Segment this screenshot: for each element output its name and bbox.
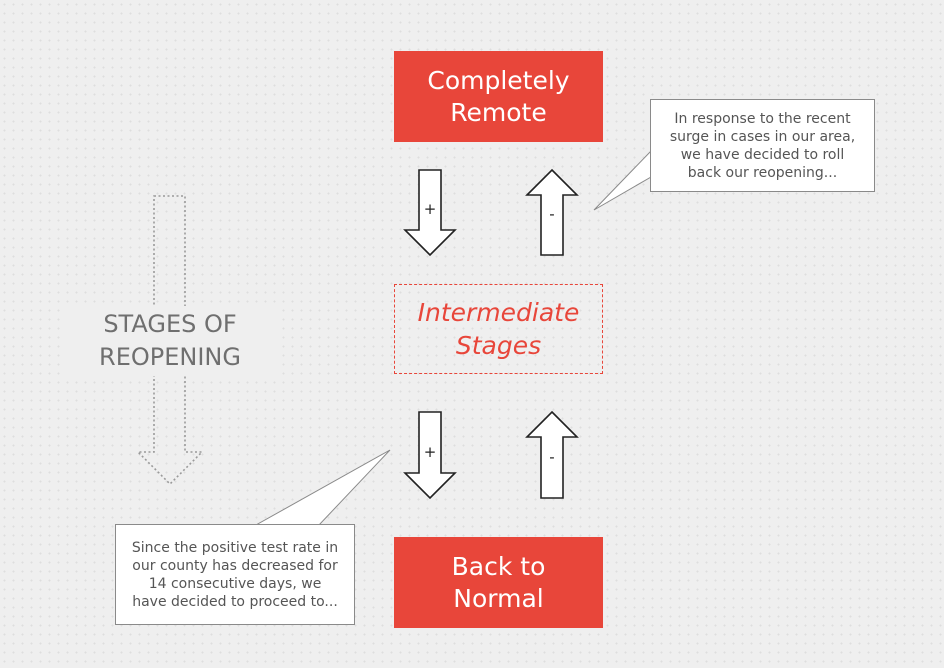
arrow-down-top [403, 169, 457, 257]
back-to-normal-box: Back to Normal [394, 537, 603, 628]
arrow-down-bottom-sign: + [424, 443, 437, 461]
callout-top-pointer [593, 149, 652, 211]
callout-rollback: In response to the recent surge in cases… [650, 99, 875, 192]
stages-of-reopening-label: STAGES OF REOPENING [60, 306, 280, 376]
callout-bottom-pointer [254, 449, 391, 526]
callout-proceed: Since the positive test rate in our coun… [115, 524, 355, 625]
arrow-up-top [525, 168, 579, 256]
arrow-up-top-sign: - [549, 205, 554, 223]
stages-arrow [136, 195, 204, 486]
arrow-up-bottom-sign: - [549, 448, 554, 466]
arrow-down-bottom [403, 411, 457, 500]
arrow-down-top-sign: + [424, 200, 437, 218]
arrow-up-bottom [525, 410, 579, 499]
intermediate-stages-box: Intermediate Stages [394, 284, 603, 374]
completely-remote-box: Completely Remote [394, 51, 603, 142]
